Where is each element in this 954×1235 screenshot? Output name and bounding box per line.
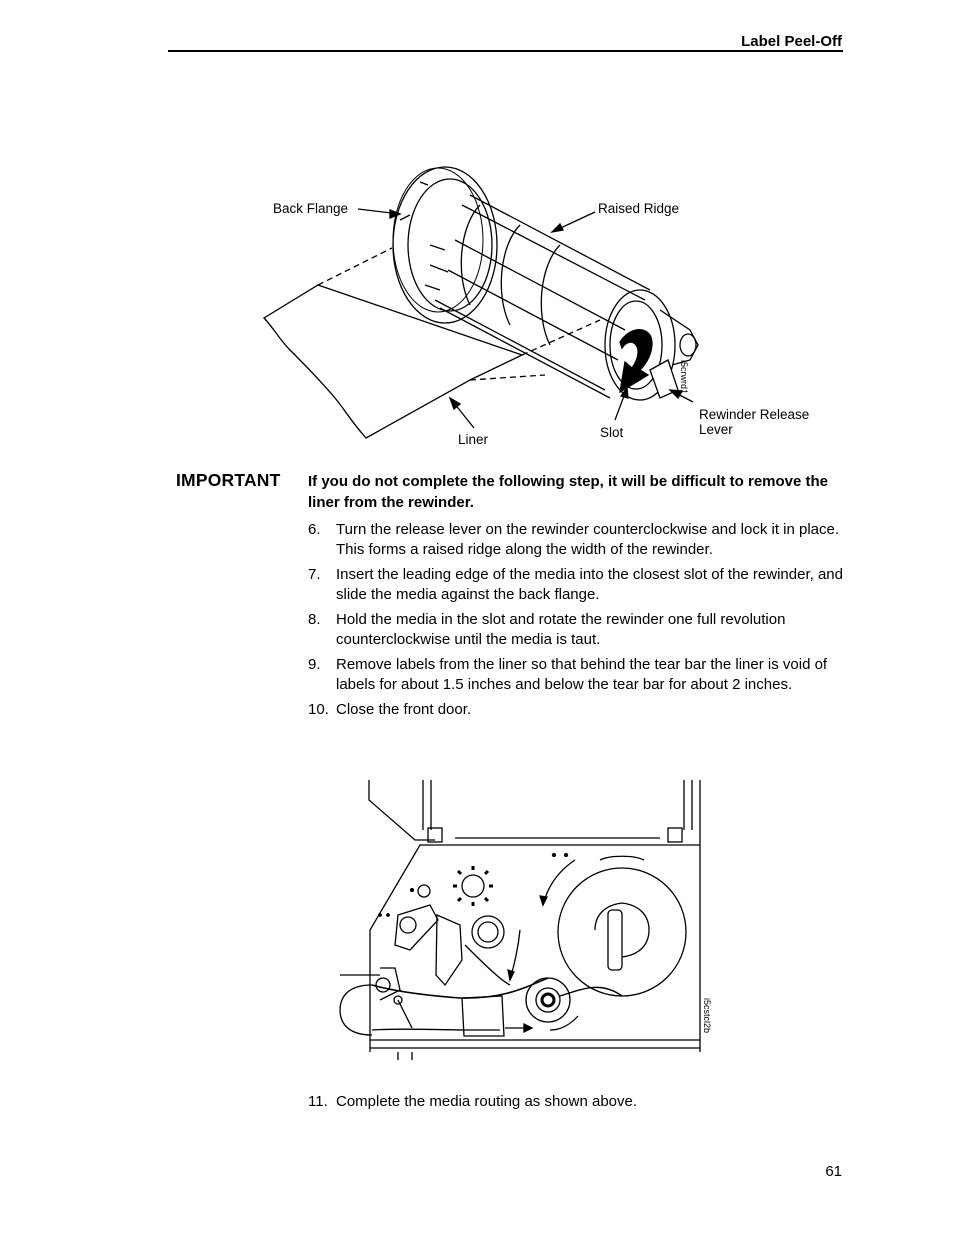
header-title: Label Peel-Off (741, 33, 842, 50)
rewinder-figure: Back Flange Raised Ridge Rewinder Releas… (0, 0, 954, 460)
step-11: 11. Complete the media routing as shown … (308, 1092, 876, 1112)
step-number: 10. (308, 701, 329, 718)
step-number: 11. (308, 1093, 328, 1110)
liner-label: Liner (458, 432, 489, 447)
step-text: Close the front door. (336, 701, 472, 718)
step-text: Turn the release lever on the rewinder c… (336, 521, 840, 558)
rewinder-illustration (262, 166, 699, 439)
back-flange-label: Back Flange (273, 201, 349, 216)
list-item: 6. Turn the release lever on the rewinde… (308, 520, 848, 559)
list-item: 7. Insert the leading edge of the media … (308, 565, 848, 604)
media-routing-illustration (339, 780, 701, 1060)
list-item: 10. Close the front door. (308, 700, 848, 720)
step-text: Complete the media routing as shown abov… (336, 1093, 638, 1110)
step-text: Hold the media in the slot and rotate th… (336, 611, 786, 648)
step-number: 6. (308, 521, 321, 538)
figure2-code: i5cstcl2b (702, 998, 712, 1034)
header-rule (168, 50, 843, 52)
important-text: If you do not complete the following ste… (308, 473, 829, 511)
step-text: Insert the leading edge of the media int… (336, 566, 843, 603)
steps-list: 6. Turn the release lever on the rewinde… (308, 520, 848, 726)
important-label: IMPORTANT (176, 470, 281, 490)
list-item: 8. Hold the media in the slot and rotate… (308, 610, 848, 649)
step-number: 9. (308, 656, 321, 673)
step-number: 8. (308, 611, 321, 628)
page-number: 61 (825, 1163, 842, 1180)
figure1-code: i5crwrd1 (679, 360, 689, 395)
raised-ridge-label: Raised Ridge (598, 201, 680, 216)
media-routing-figure: i5cstcl2b (0, 770, 954, 1070)
step-number: 7. (308, 566, 321, 583)
slot-label: Slot (600, 425, 624, 440)
step-text: Remove labels from the liner so that beh… (336, 656, 828, 693)
list-item: 9. Remove labels from the liner so that … (308, 655, 848, 694)
rewinder-release-lever-label: Rewinder Release Lever (699, 407, 810, 437)
